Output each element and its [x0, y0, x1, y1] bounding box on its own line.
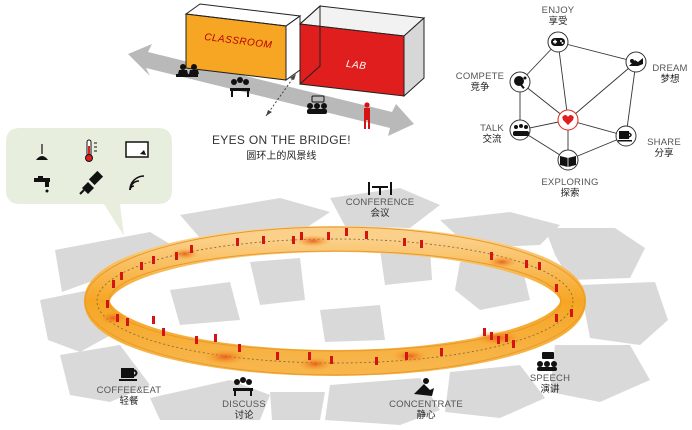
group-icon	[513, 124, 529, 136]
label-enjoy-en: ENJOY	[541, 5, 575, 16]
meeting-icon	[230, 77, 250, 97]
label-dream-zh: 梦想	[660, 73, 680, 85]
label-concentrate-zh: 静心	[416, 409, 436, 421]
lamp-icon	[36, 144, 48, 160]
label-dream-en: DREAM	[652, 63, 688, 74]
lab-box	[298, 4, 426, 98]
walking-person-icon	[364, 102, 370, 129]
table-icon	[368, 182, 392, 195]
coffee-icon	[618, 131, 632, 142]
speech-icon	[307, 95, 327, 114]
dash-arrowhead	[290, 74, 296, 80]
label-compete: COMPETE 竞争	[452, 71, 508, 94]
wifi-icon	[129, 175, 145, 191]
label-exploring-en: EXPLORING	[541, 177, 599, 188]
sleep-icon	[629, 58, 643, 66]
speech-icon	[537, 352, 557, 371]
label-concentrate: CONCENTRATE 静心	[386, 399, 466, 422]
bridge-dash-line	[265, 73, 297, 117]
bridge-title-en: EYES ON THE BRIDGE!	[212, 133, 351, 147]
label-dream: DREAM 梦想	[650, 63, 690, 86]
label-talk-zh: 交流	[482, 133, 502, 145]
label-exploring-zh: 探索	[560, 187, 580, 199]
coffee-icon	[119, 368, 138, 381]
label-enjoy-zh: 享受	[548, 15, 568, 27]
label-discuss-en: DISCUSS	[222, 399, 266, 410]
book-icon	[560, 156, 576, 167]
label-coffee: COFFEE&EAT 轻餐	[94, 385, 164, 408]
pingpong-icon	[514, 76, 527, 89]
bridge-title-zh: 圆环上的风景线	[246, 151, 317, 162]
label-share: SHARE 分享	[642, 137, 686, 160]
label-enjoy: ENJOY 享受	[536, 5, 580, 28]
label-talk: TALK 交流	[474, 123, 510, 146]
label-conference-zh: 会议	[370, 207, 390, 219]
ring-path-dashed	[96, 238, 574, 364]
label-talk-en: TALK	[480, 123, 504, 134]
label-concentrate-en: CONCENTRATE	[389, 399, 463, 410]
gamepad-icon	[551, 38, 565, 46]
classroom-box	[184, 3, 302, 81]
label-discuss-zh: 讨论	[234, 409, 254, 421]
label-speech-zh: 演讲	[540, 383, 560, 395]
network-nodes	[509, 31, 647, 171]
label-coffee-zh: 轻餐	[119, 395, 139, 407]
label-conference: CONFERENCE 会议	[342, 197, 418, 220]
reading-icon	[414, 378, 434, 396]
bridge-people	[176, 64, 370, 129]
label-coffee-en: COFFEE&EAT	[96, 385, 162, 396]
faucet-icon	[34, 176, 50, 193]
thermometer-icon	[85, 139, 97, 162]
label-share-zh: 分享	[654, 147, 674, 159]
label-speech-en: SPEECH	[529, 373, 571, 384]
label-compete-zh: 竞争	[470, 81, 490, 93]
meeting-icon	[233, 377, 253, 396]
label-discuss: DISCUSS 讨论	[214, 399, 274, 422]
reading-icon	[176, 64, 199, 77]
screen-icon	[125, 141, 149, 158]
bridge-title: EYES ON THE BRIDGE! 圆环上的风景线	[212, 133, 351, 162]
label-conference-en: CONFERENCE	[345, 197, 415, 208]
label-compete-en: COMPETE	[455, 71, 505, 82]
label-exploring: EXPLORING 探索	[540, 177, 600, 200]
lab-label: LAB	[345, 58, 368, 73]
ring-people	[106, 228, 573, 365]
heart-icon	[562, 115, 574, 125]
label-share-en: SHARE	[647, 137, 681, 148]
ring-outer-edge	[84, 226, 586, 376]
label-speech: SPEECH 演讲	[522, 373, 578, 396]
plug-icon	[79, 170, 104, 195]
dash-arrowhead	[266, 110, 272, 116]
